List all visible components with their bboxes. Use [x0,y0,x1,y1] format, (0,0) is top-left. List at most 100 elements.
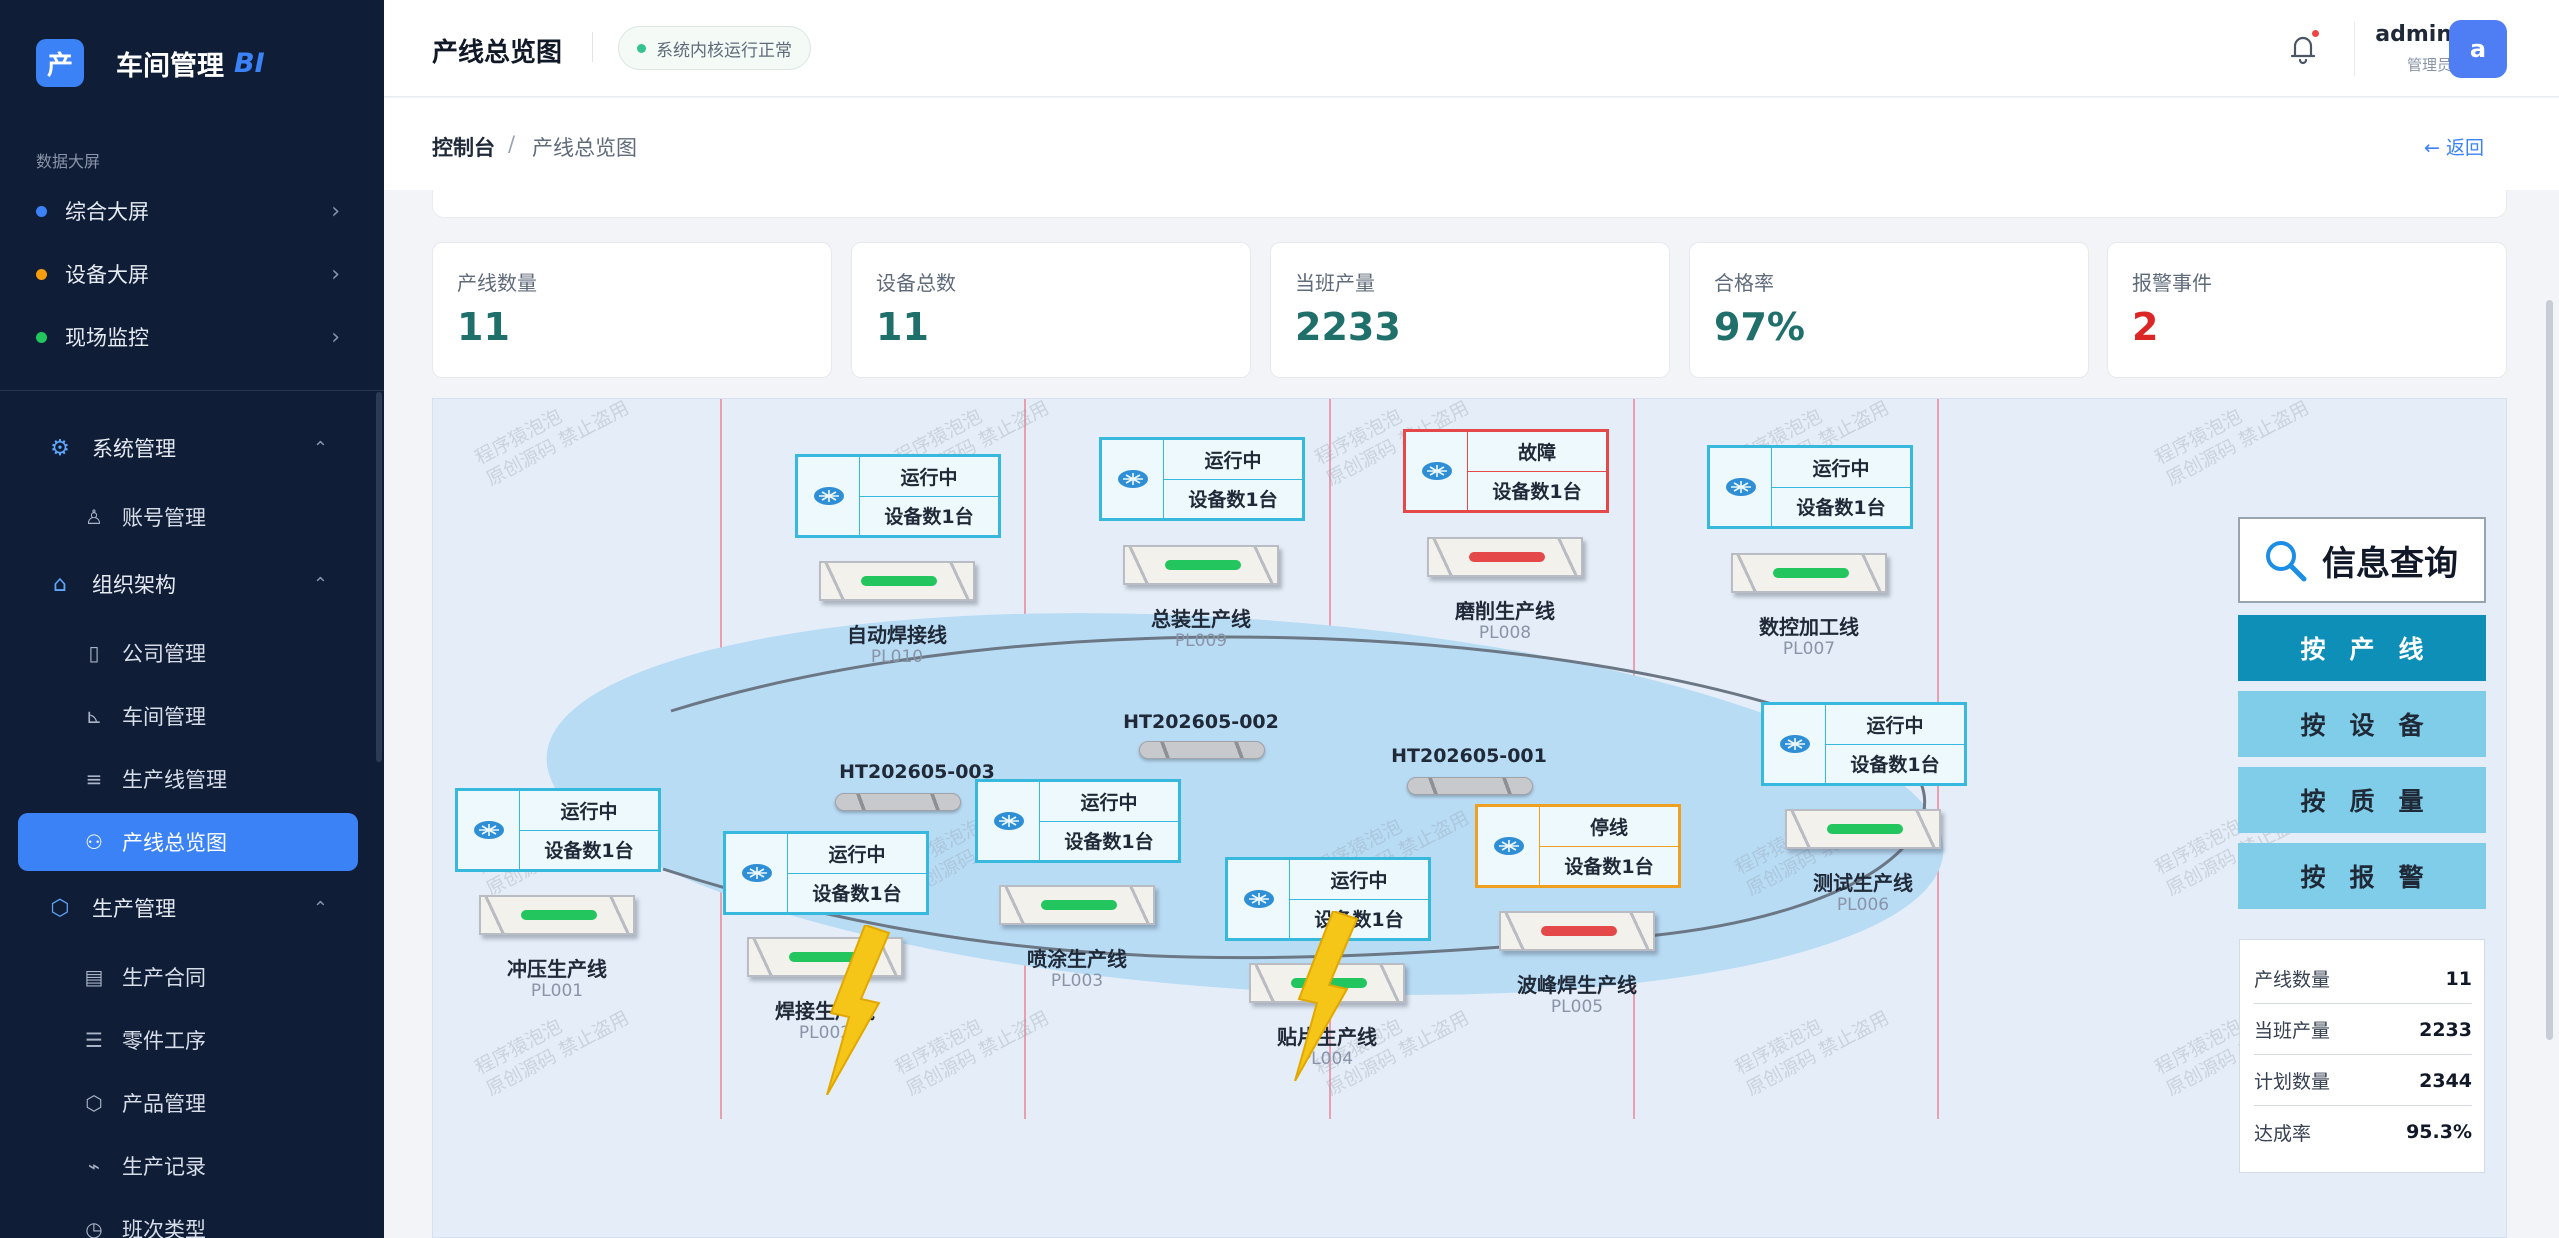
sidebar-item-label: 设备大屏 [65,263,149,287]
stat-card-shift-output: 当班产量 2233 [1270,242,1670,378]
line-machine[interactable] [479,895,635,935]
query-by-alarm-button[interactable]: 按报警 [2238,843,2486,909]
sidebar: 产 车间管理 BI 数据大屏 综合大屏 › 设备大屏 › 现场监控 › ⚙ 系统… [0,0,384,1238]
chevron-right-icon: › [331,198,340,224]
sidebar-item-contracts[interactable]: ▤ 生产合同 [18,948,358,1006]
group-label: 生产管理 [92,897,176,921]
sidebar-item-workshop[interactable]: ⊾ 车间管理 [18,687,358,745]
line-machine[interactable] [819,561,975,601]
router-icon [1710,448,1772,526]
line-code: PL002 [798,1023,852,1043]
line-status: 运行中 [1290,860,1428,900]
line-machine[interactable] [1731,553,1887,593]
system-status-text: 系统内核运行正常 [656,40,792,61]
sidebar-item-device-screen[interactable]: 设备大屏 › [0,243,384,305]
group-label: 组织架构 [92,573,176,597]
tray[interactable] [1139,741,1265,759]
breadcrumb-root[interactable]: 控制台 [432,136,495,160]
sidebar-group-org[interactable]: ⌂ 组织架构 ⌃ [0,554,384,614]
info-query-label: 信息查询 [2322,543,2458,584]
stat-card-alarms: 报警事件 2 [2107,242,2507,378]
sidebar-item-records[interactable]: ⌁ 生产记录 [18,1137,358,1195]
line-name: 数控加工线 [1759,615,1859,639]
tray[interactable] [835,793,961,811]
section-label: 数据大屏 [36,152,101,171]
line-code: PL001 [530,981,584,1001]
sidebar-item-line-overview[interactable]: ⚇ 产线总览图 [18,813,358,871]
line-status-box[interactable]: 运行中设备数1台 [1761,702,1967,786]
gear-icon: ⚙ [50,435,70,461]
line-machine[interactable] [999,885,1155,925]
line-name: 总装生产线 [1151,607,1251,631]
search-icon [2266,541,2307,582]
line-status: 运行中 [520,791,658,831]
status-bar [1827,824,1903,834]
collapsed-panel [432,190,2507,218]
back-button[interactable]: ← 返回 [2424,133,2484,160]
sidebar-item-products[interactable]: ⬡ 产品管理 [18,1074,358,1132]
stat-value: 97% [1714,305,1805,349]
query-by-quality-button[interactable]: 按质量 [2238,767,2486,833]
sidebar-group-production[interactable]: ⬡ 生产管理 ⌃ [0,878,384,938]
line-name: 自动焊接线 [847,623,947,647]
stat-value: 2233 [1295,305,1401,349]
brand[interactable]: 产 车间管理 BI [36,38,265,88]
sidebar-item-label: 零件工序 [122,1029,206,1053]
sidebar-item-label: 车间管理 [122,705,206,729]
conveyor-track [662,635,1927,960]
sidebar-item-line-manage[interactable]: ≡ 生产线管理 [18,750,358,808]
line-status-box[interactable]: 运行中设备数1台 [1099,437,1305,521]
avatar[interactable]: a [2449,20,2507,78]
page-scrollbar[interactable] [2546,300,2553,1040]
cube-icon: ⬡ [50,895,70,921]
query-by-device-button[interactable]: 按设备 [2238,691,2486,757]
stat-value: 2 [2132,305,2159,349]
line-status-box[interactable]: 运行中设备数1台 [975,779,1181,863]
sidebar-item-site-monitor[interactable]: 现场监控 › [0,306,384,368]
sidebar-item-shift-types[interactable]: ◷ 班次类型 [18,1200,358,1238]
sidebar-scrollbar[interactable] [376,392,382,762]
process-icon: ☰ [85,1028,103,1052]
sidebar-item-label: 现场监控 [65,326,149,350]
building-icon: ▯ [88,641,100,665]
sidebar-item-company[interactable]: ▯ 公司管理 [18,624,358,682]
line-machine[interactable] [1427,537,1583,577]
line-status-box[interactable]: 运行中设备数1台 [795,454,1001,538]
line-status-box[interactable]: 运行中设备数1台 [455,788,661,872]
tray-id: HT202605-002 [1123,711,1279,733]
system-status-badge: 系统内核运行正常 [618,26,811,70]
arrow-left-icon: ← [2424,137,2446,159]
sidebar-item-accounts[interactable]: ♙ 账号管理 [18,488,358,546]
document-icon: ▤ [84,965,104,989]
bell-icon[interactable] [2286,30,2320,66]
line-machine[interactable] [1785,809,1941,849]
sidebar-group-system[interactable]: ⚙ 系统管理 ⌃ [0,418,384,478]
tray-id: HT202605-001 [1391,745,1547,767]
group-label: 系统管理 [92,437,176,461]
user-role: 管理员 [2406,56,2452,74]
line-status-box[interactable]: 运行中设备数1台 [723,831,929,915]
user-name[interactable]: admin [2375,22,2452,47]
router-icon [458,791,520,869]
line-name: 贴片生产线 [1277,1025,1377,1049]
status-bar [521,910,597,920]
line-machine[interactable] [1123,545,1279,585]
tray[interactable] [1407,777,1533,795]
sidebar-item-overview-screen[interactable]: 综合大屏 › [0,180,384,242]
header-divider [592,32,593,62]
line-status-box[interactable]: 故障设备数1台 [1403,429,1609,513]
line-status-box[interactable]: 停线设备数1台 [1475,804,1681,888]
status-bar [1469,552,1545,562]
query-by-line-button[interactable]: 按产线 [2238,615,2486,681]
router-icon [1478,807,1540,885]
status-dot-icon [637,43,646,53]
sidebar-item-part-process[interactable]: ☰ 零件工序 [18,1011,358,1069]
chevron-up-icon: ⌃ [312,437,328,459]
line-code: PL007 [1782,639,1836,659]
stat-value: 11 [457,305,510,349]
line-status-box[interactable]: 运行中设备数1台 [1707,445,1913,529]
tray-id: HT202605-003 [839,761,995,783]
stat-label: 合格率 [1714,271,1774,295]
line-machine[interactable] [1499,911,1655,951]
